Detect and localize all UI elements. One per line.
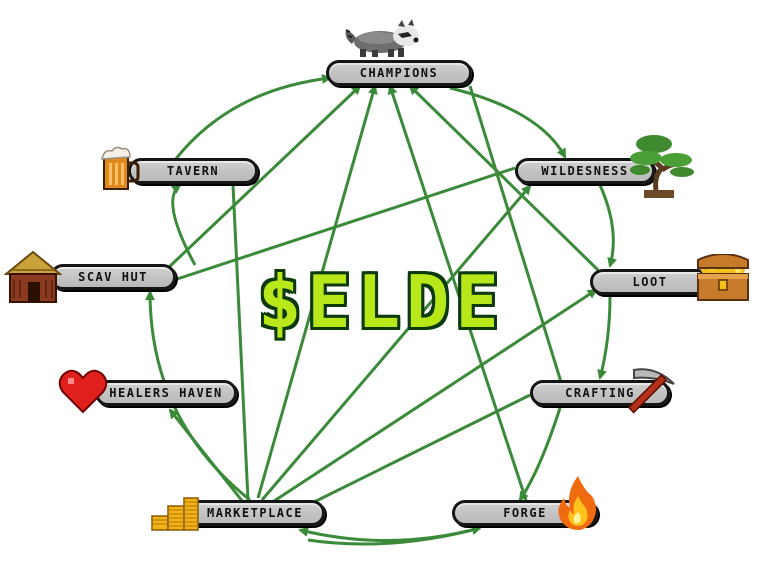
node-label: MARKETPLACE xyxy=(207,506,303,520)
edge-crafting-market xyxy=(296,393,531,512)
node-label: WILDESNESS xyxy=(541,164,629,178)
bonsai-tree-icon xyxy=(630,135,694,198)
node-marketplace[interactable]: MARKETPLACE xyxy=(185,500,325,526)
edge-market-champions xyxy=(256,84,378,499)
edge-loot-crafting xyxy=(597,295,612,380)
node-label: LOOT xyxy=(632,275,668,289)
edge-champions-wildesness xyxy=(449,86,567,159)
hut-icon xyxy=(4,250,62,303)
edge-market-tavern xyxy=(227,162,250,501)
edge-loot-champions xyxy=(408,84,600,272)
node-label: CRAFTING xyxy=(565,386,635,400)
node-label: TAVERN xyxy=(166,164,220,178)
beer-mug-icon xyxy=(101,146,140,190)
edge-market-loot xyxy=(267,288,598,507)
node-tavern[interactable]: TAVERN xyxy=(128,158,258,184)
edge-scav-champions xyxy=(166,84,362,270)
node-loot[interactable]: LOOT xyxy=(590,269,710,295)
edge-scav-tavern xyxy=(170,183,197,266)
edge-wildesness-loot xyxy=(598,184,617,268)
edge-champions-crafting xyxy=(468,85,568,397)
edge-tavern-champions xyxy=(173,73,332,161)
node-label: FORGE xyxy=(503,506,547,520)
edge-forge-marketplace xyxy=(298,526,481,542)
node-scav[interactable]: SCAV HUT xyxy=(50,264,176,290)
fire-icon xyxy=(558,476,596,530)
diagram-title: $ELDE xyxy=(258,260,505,344)
node-healers[interactable]: HEALERS HAVEN xyxy=(95,380,237,406)
treasure-chest-icon xyxy=(697,254,749,301)
gold-coins-icon xyxy=(151,497,199,531)
edge-crafting-forge xyxy=(518,407,562,502)
edge-forge-champions xyxy=(387,84,528,501)
heart-icon xyxy=(58,369,108,414)
node-label: CHAMPIONS xyxy=(359,66,439,80)
node-wildesness[interactable]: WILDESNESS xyxy=(515,158,655,184)
node-champions[interactable]: CHAMPIONS xyxy=(326,60,472,86)
pickaxe-icon xyxy=(627,368,675,414)
edge-market-wildesness xyxy=(260,184,532,501)
raccoon-icon xyxy=(345,19,419,57)
edge-market-healers xyxy=(168,408,245,503)
edge-wildesness-scav xyxy=(166,166,516,285)
node-label: HEALERS HAVEN xyxy=(109,386,223,400)
node-label: SCAV HUT xyxy=(78,270,148,284)
